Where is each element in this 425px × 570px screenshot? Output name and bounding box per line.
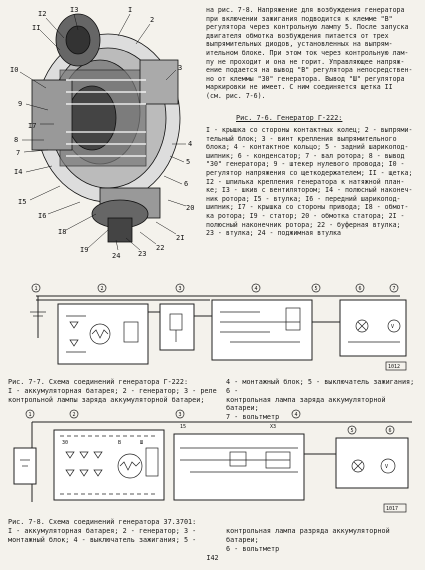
fig77-badge-1: 1 (35, 286, 38, 292)
page-number: I42 (206, 554, 219, 562)
callout-11: II (32, 24, 40, 32)
callout-22: 22 (156, 244, 164, 252)
fig78-terminal-15: 15 (180, 424, 186, 430)
fig77-badge-2: 2 (101, 286, 104, 292)
generator-cutaway-drawing: I3 I2 II I0 9 8 7 I4 I5 I6 I7 I 2 3 4 5 … (10, 6, 194, 260)
fig78-wiring-diagram: 30 В Ш 15 X3 V 1 2 3 (0, 408, 425, 514)
callout-5: 5 (186, 158, 190, 166)
fig78-badge-3: 3 (179, 412, 182, 418)
callout-15: I5 (18, 198, 26, 206)
fig78-terminal-b: В (118, 440, 121, 446)
fig77-badge-6: 6 (359, 286, 362, 292)
callout-2: 2 (150, 16, 154, 24)
fig78-badge-2: 2 (73, 412, 76, 418)
callout-7: 7 (16, 149, 20, 157)
generator-cutaway-figure: I3 I2 II I0 9 8 7 I4 I5 I6 I7 I 2 3 4 5 … (0, 0, 212, 262)
fig78-terminal-sh: Ш (140, 440, 143, 446)
fig78-badge-1: 1 (29, 412, 32, 418)
intro-paragraph: на рис. 7-8. Напряжение для возбуждения … (206, 6, 413, 100)
fig78-badge-4: 4 (295, 412, 298, 418)
callout-16: I6 (38, 212, 46, 220)
callout-9: 9 (18, 100, 22, 108)
fig77-badge-7: 7 (393, 286, 396, 292)
fig78-terminal-30: 30 (62, 440, 68, 446)
fig76-title: Рис. 7-6. Генератор Г-222: (236, 114, 343, 122)
fig78-schematic: 30 В Ш 15 X3 V 1 2 3 (13, 409, 412, 513)
fig77-schematic: V 1 2 3 4 5 6 7 1012 (30, 283, 407, 371)
fig77-badges: 1 2 3 4 5 6 7 (31, 283, 399, 293)
fig77-caption-right: 4 - монтажный блок; 5 - выключатель зажи… (226, 378, 415, 422)
callout-14: I4 (14, 168, 22, 176)
fig77-caption-left: Рис. 7-7. Схема соединений генератора Г-… (8, 378, 217, 404)
svg-text:V: V (385, 464, 388, 470)
callout-24: 24 (112, 252, 120, 260)
fig77-wiring-diagram: V 1 2 3 4 5 6 7 1012 (0, 282, 425, 374)
callout-1: I (128, 6, 132, 14)
callout-19: I9 (80, 246, 88, 254)
callout-13: I3 (70, 6, 78, 14)
fig78-badge-6: 6 (389, 428, 392, 434)
callout-20: 20 (186, 204, 194, 212)
callout-8: 8 (14, 136, 18, 144)
callout-6: 6 (184, 180, 188, 188)
fig76-legend: I - крышка со стороны контактных колец; … (206, 126, 413, 238)
fig78-code: 1017 (386, 506, 398, 512)
callout-12: I2 (38, 10, 46, 18)
callout-21: 2I (176, 234, 184, 242)
callout-4: 4 (188, 140, 192, 148)
fig78-badges: 1 2 3 4 5 6 (25, 409, 395, 435)
fig78-badge-5: 5 (351, 428, 354, 434)
fig77-badge-4: 4 (255, 286, 258, 292)
callout-23: 23 (138, 250, 146, 258)
callout-10: I0 (10, 66, 18, 74)
fig78-caption-right: контрольная лампа разряда аккумуляторной… (226, 527, 390, 553)
callout-18: I8 (58, 228, 66, 236)
fig78-terminal-x3: X3 (270, 424, 276, 430)
fig77-code: 1012 (388, 364, 400, 370)
fig78-caption-left: Рис. 7-8. Схема соединений генератора 37… (8, 518, 197, 544)
fig77-badge-3: 3 (179, 286, 182, 292)
callout-3: 3 (178, 64, 182, 72)
fig77-badge-5: 5 (315, 286, 318, 292)
callout-17: I7 (28, 122, 36, 130)
svg-text:V: V (391, 324, 394, 330)
